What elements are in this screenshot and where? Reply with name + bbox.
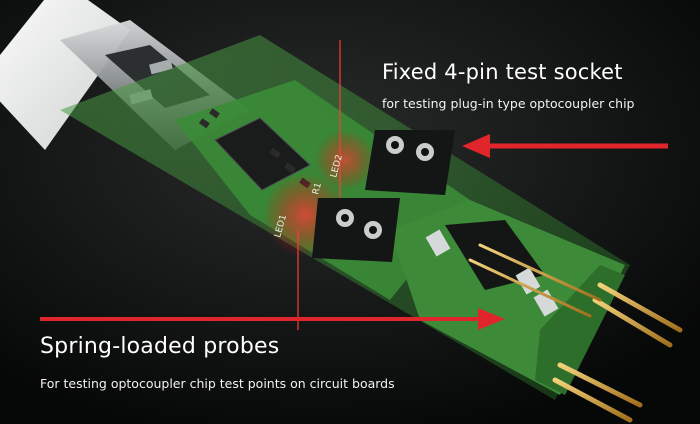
arrow-left-icon: [462, 134, 668, 158]
probes-callout-subtitle: For testing optocoupler chip test points…: [40, 376, 395, 391]
arrow-right-icon: [40, 308, 505, 330]
probe-holder: [425, 220, 625, 395]
silk-r1: R1: [311, 182, 324, 196]
spring-probes: [468, 243, 683, 423]
four-pin-socket: [312, 130, 455, 262]
socket-callout-subtitle: for testing plug-in type optocoupler chi…: [382, 96, 635, 111]
socket-callout-title: Fixed 4-pin test socket: [382, 60, 623, 84]
ic-chip: [214, 117, 311, 191]
probes-callout-title: Spring-loaded probes: [40, 334, 280, 359]
